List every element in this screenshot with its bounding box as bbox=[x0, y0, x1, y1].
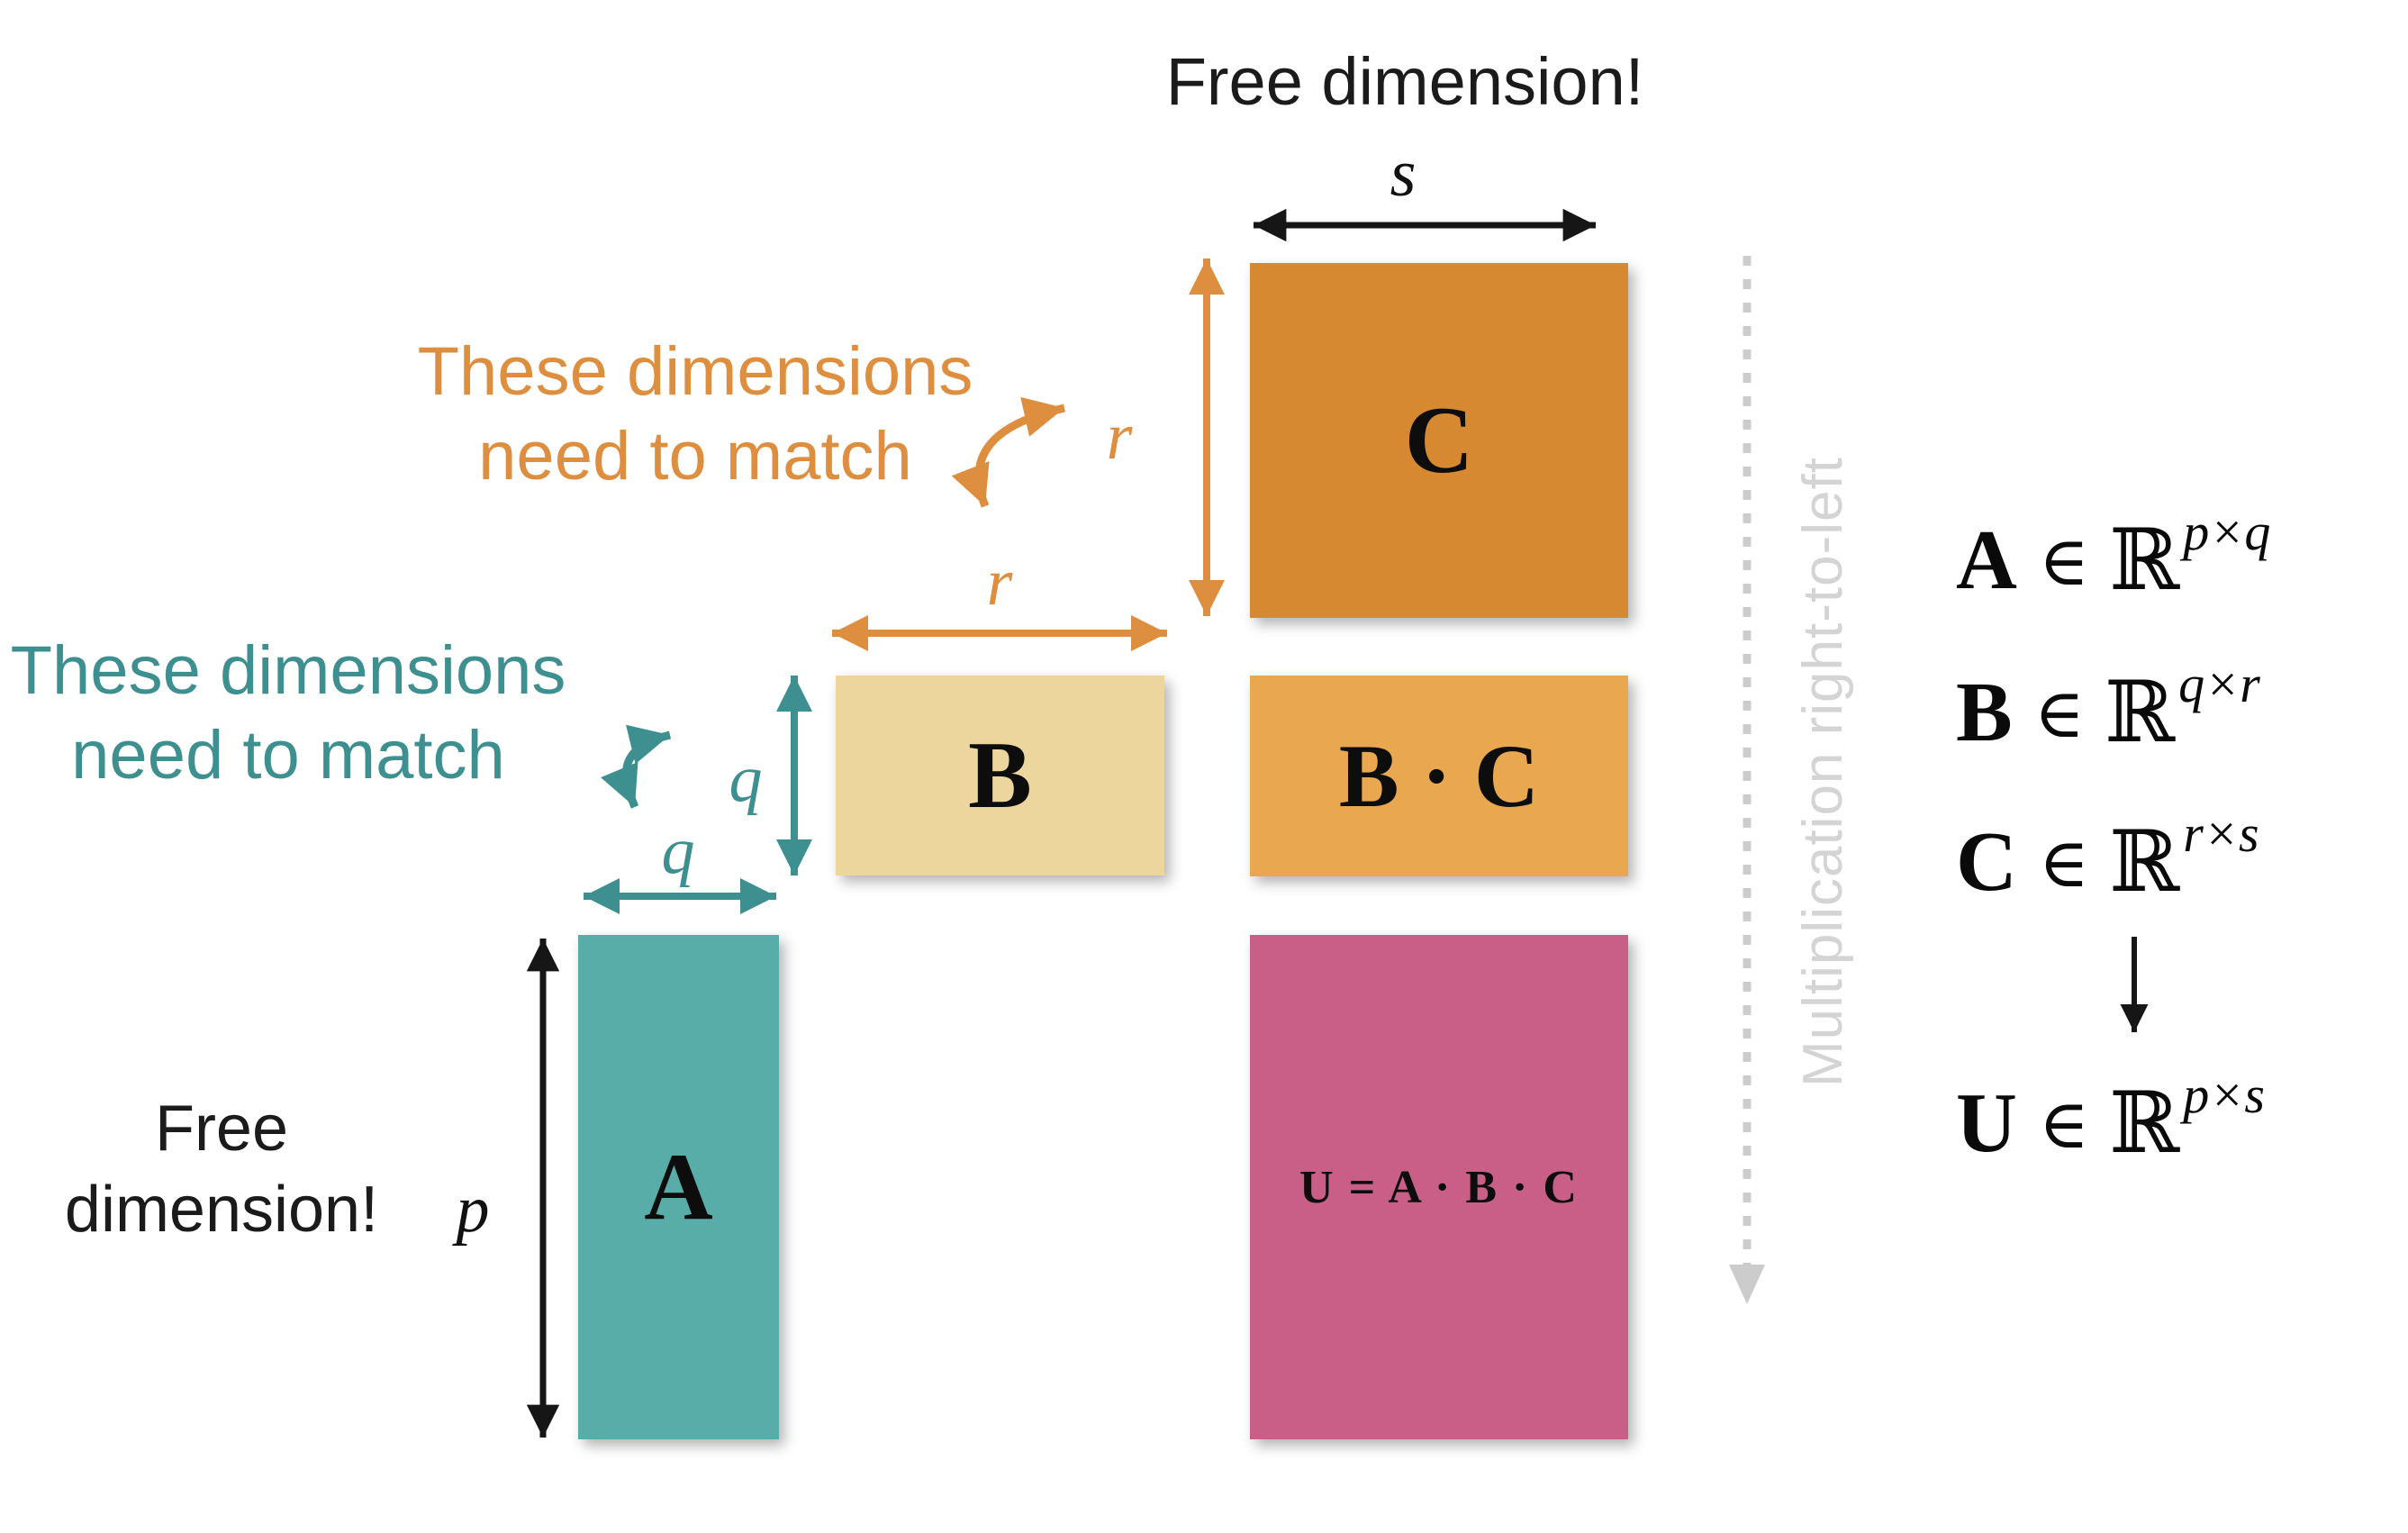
multiplication-direction-note: Multiplication right-to-left bbox=[1792, 457, 1854, 1087]
matrix-B-times-C-label: B · C bbox=[1338, 726, 1540, 826]
matrix-U-result: U = A · B · C bbox=[1250, 935, 1628, 1439]
free-dimension-top-note: Free dimension! bbox=[1165, 44, 1644, 119]
real-numbers-symbol: ℝ bbox=[2109, 1074, 2180, 1173]
formula-A-lhs: A bbox=[1956, 513, 2017, 607]
formula-B-superscript: q×r bbox=[2178, 654, 2260, 713]
element-of-symbol: ∈ bbox=[2038, 821, 2090, 903]
formula-C-lhs: C bbox=[1956, 815, 2017, 909]
formula-C: C ∈ ℝ r×s bbox=[1956, 804, 2259, 916]
formula-U-lhs: U bbox=[1956, 1076, 2017, 1170]
free-dimension-left-note: Free dimension! bbox=[65, 1088, 378, 1250]
formula-B-lhs: B bbox=[1956, 666, 2013, 759]
free-dimension-left-line1: Free bbox=[154, 1093, 289, 1165]
matrix-C: C bbox=[1250, 263, 1628, 618]
formula-U: U ∈ ℝ p×s bbox=[1956, 1066, 2265, 1177]
real-numbers-symbol: ℝ bbox=[2109, 511, 2180, 610]
dim-label-p: p bbox=[456, 1173, 490, 1247]
matrix-A-label: A bbox=[644, 1134, 713, 1239]
teal-swap-curved-arrow bbox=[600, 724, 672, 809]
dim-label-s: s bbox=[1390, 137, 1417, 211]
matrix-B: B bbox=[836, 676, 1164, 875]
dim-label-q-width: q bbox=[661, 814, 695, 888]
teal-note-line2: need to match bbox=[71, 717, 505, 794]
multiplication-direction-arrowhead-icon bbox=[1729, 1265, 1765, 1304]
matrix-A: A bbox=[578, 935, 779, 1439]
free-dimension-left-line2: dimension! bbox=[64, 1174, 379, 1246]
formula-A: A ∈ ℝ p×q bbox=[1956, 503, 2270, 614]
teal-note-line1: These dimensions bbox=[10, 632, 566, 709]
real-numbers-symbol: ℝ bbox=[2109, 812, 2180, 912]
matrix-B-times-C: B · C bbox=[1250, 676, 1628, 876]
formula-U-superscript: p×s bbox=[2183, 1065, 2265, 1124]
formula-B: B ∈ ℝ q×r bbox=[1956, 655, 2260, 766]
real-numbers-symbol: ℝ bbox=[2104, 663, 2176, 762]
orange-dimensions-match-note: These dimensions need to match bbox=[418, 330, 973, 499]
orange-note-line1: These dimensions bbox=[417, 333, 973, 410]
matrix-C-label: C bbox=[1404, 387, 1474, 493]
formula-C-superscript: r×s bbox=[2183, 803, 2259, 863]
element-of-symbol: ∈ bbox=[2033, 672, 2085, 753]
element-of-symbol: ∈ bbox=[2038, 520, 2090, 601]
dim-label-r-height: r bbox=[1106, 400, 1133, 474]
teal-dimensions-match-note: These dimensions need to match bbox=[11, 629, 566, 798]
element-of-symbol: ∈ bbox=[2038, 1083, 2090, 1164]
matrix-U-label: U = A · B · C bbox=[1299, 1161, 1579, 1213]
formula-A-superscript: p×q bbox=[2183, 502, 2271, 561]
dim-label-r-width: r bbox=[986, 546, 1013, 620]
orange-note-line2: need to match bbox=[478, 418, 912, 494]
matrix-B-label: B bbox=[968, 722, 1032, 828]
dim-label-q-height: q bbox=[729, 742, 763, 816]
orange-swap-curved-arrow bbox=[951, 396, 1065, 508]
